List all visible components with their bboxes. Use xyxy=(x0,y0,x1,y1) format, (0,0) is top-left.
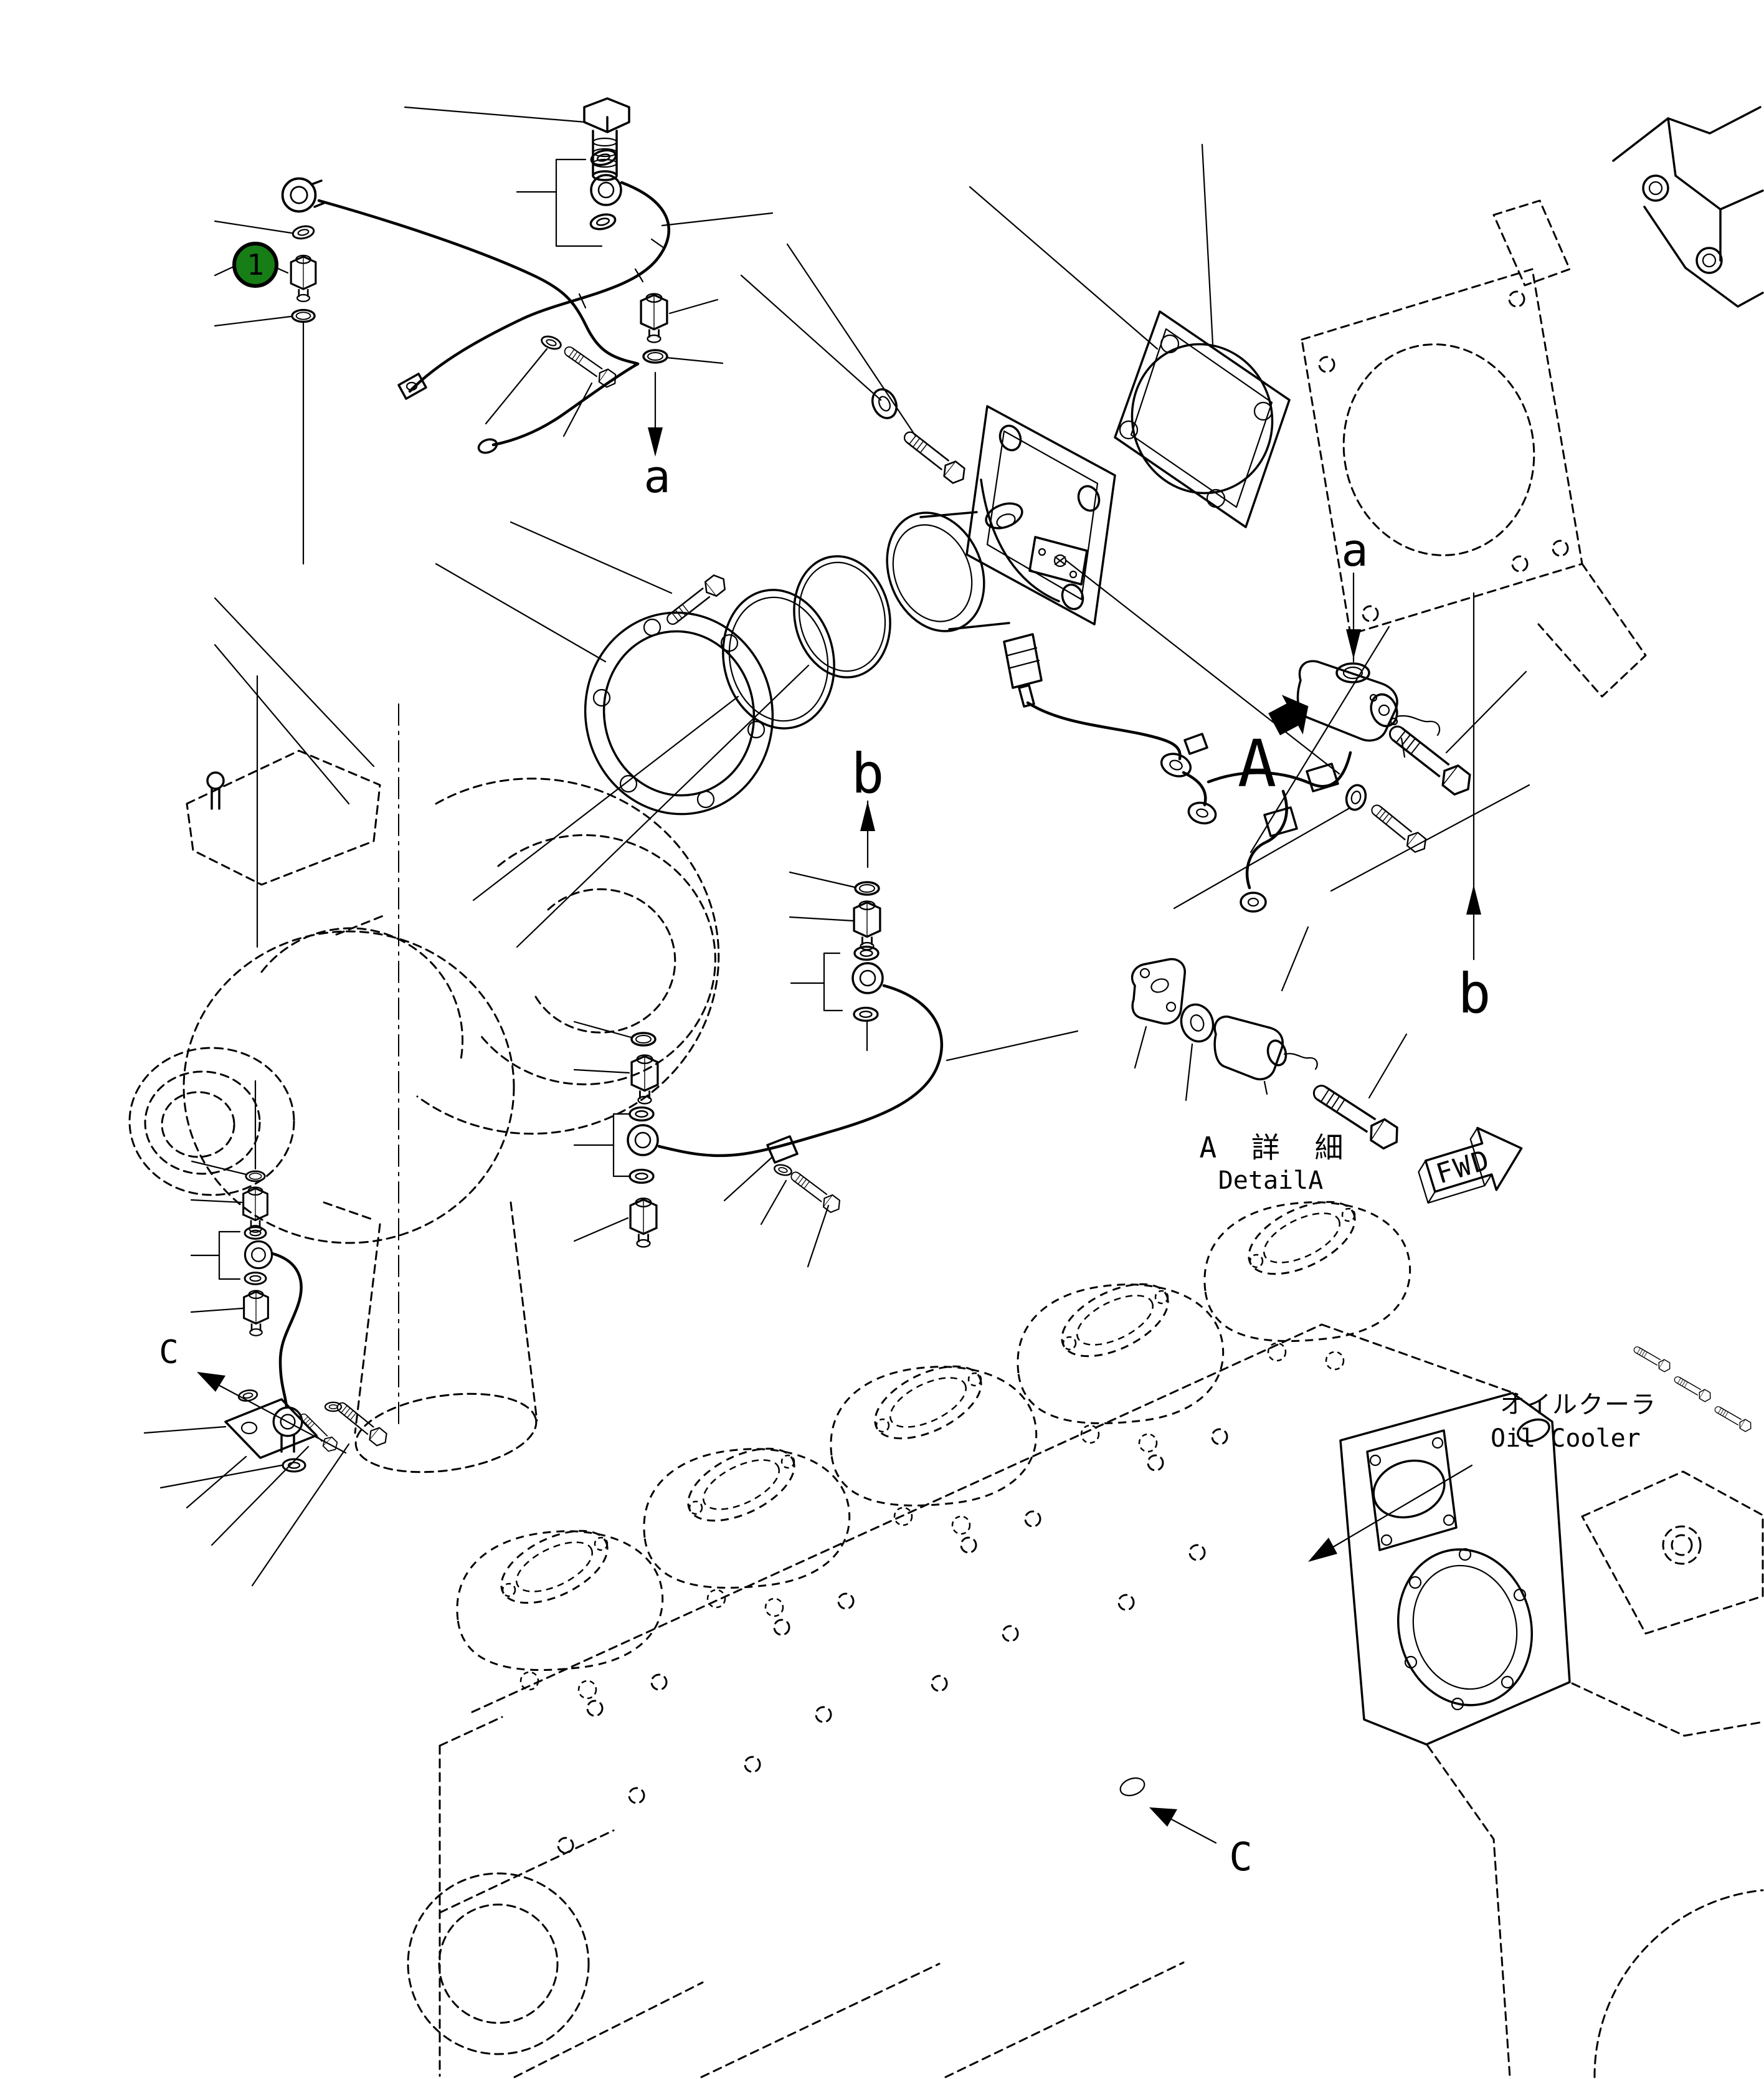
oil-cooler-label-jp: オイルクーラ xyxy=(1500,1391,1657,1419)
view-label-A: A xyxy=(1238,726,1277,802)
wiring-harness xyxy=(1003,633,1352,913)
manifold-fragment xyxy=(1612,106,1764,308)
oil-cooler-callout: オイルクーラ Oil Cooler xyxy=(1308,1391,1657,1562)
balloon-circle[interactable] xyxy=(232,242,278,288)
plate-bolt-2 xyxy=(296,1410,341,1455)
elbow-bolt xyxy=(899,426,970,488)
fwd-label: FWD xyxy=(1433,1144,1495,1191)
view-arrow-b-right: b xyxy=(1458,592,1491,1025)
oil-supply-pipe-assembly xyxy=(281,177,640,454)
sensor-long-bolt xyxy=(1382,718,1477,801)
c-target-hole xyxy=(1119,1777,1145,1797)
air-intake-adapter-dashed xyxy=(1301,199,1647,698)
leader-lines xyxy=(143,106,1530,1587)
detail-a-caption-en: DetailA xyxy=(1218,1166,1324,1195)
air-connector-elbow xyxy=(871,388,1116,632)
view-label-b-center: b xyxy=(851,741,884,806)
oil-cooler-label-en: Oil Cooler xyxy=(1491,1424,1641,1453)
view-label-b-right: b xyxy=(1458,961,1491,1025)
sensor-bolt-2 xyxy=(1367,799,1431,857)
view-arrow-c-left: C xyxy=(159,1334,347,1454)
black-arrow-icon xyxy=(1268,695,1309,736)
hose-clamp xyxy=(397,373,427,400)
turbo-oil-drain-tube: b xyxy=(657,741,943,1216)
view-arrow-a-top: a xyxy=(643,371,671,503)
tube-bracket-plate xyxy=(224,1398,318,1459)
detail-a-pointer: A xyxy=(1238,695,1309,802)
drain-tube-clamp xyxy=(766,1135,799,1164)
detail-a-caption-jp: A 詳 細 xyxy=(1199,1131,1352,1164)
flange-bolt xyxy=(662,571,730,630)
view-label-c-left: C xyxy=(159,1334,178,1371)
fwd-arrow: FWD xyxy=(1418,1126,1523,1204)
view-label-a-right: a xyxy=(1341,524,1368,576)
engine-block xyxy=(407,1186,1764,2078)
turbocharger xyxy=(128,703,720,1473)
view-label-a-top: a xyxy=(643,450,670,503)
pressure-sensor xyxy=(1296,660,1477,857)
seal-rings xyxy=(722,555,891,730)
sensor-pad xyxy=(1028,536,1088,586)
connector-gasket xyxy=(1114,310,1291,528)
lower-oil-tube xyxy=(218,1080,391,1473)
turbo-oil-supply-tube xyxy=(397,97,670,400)
detail-a-view: A 詳 細 DetailA xyxy=(1131,926,1408,1195)
connector-plug xyxy=(1003,633,1043,689)
view-label-c-engine: C xyxy=(1229,1834,1252,1880)
part-balloon-1[interactable]: 1 xyxy=(232,242,278,288)
clamp-bolt-2 xyxy=(787,1167,844,1216)
block-oil-fitting-stack xyxy=(612,1032,659,1249)
exhaust-gasket-ring xyxy=(584,571,774,816)
oil-pipe-fitting xyxy=(290,254,317,303)
view-arrow-a-right: a xyxy=(1341,524,1368,663)
balloon-number: 1 xyxy=(247,248,264,282)
supply-tube-fitting xyxy=(640,292,668,344)
oil-cooler xyxy=(1339,1343,1754,1746)
plate-bolt-1 xyxy=(333,1397,391,1450)
view-arrow-c-engine: C xyxy=(1149,1807,1253,1880)
